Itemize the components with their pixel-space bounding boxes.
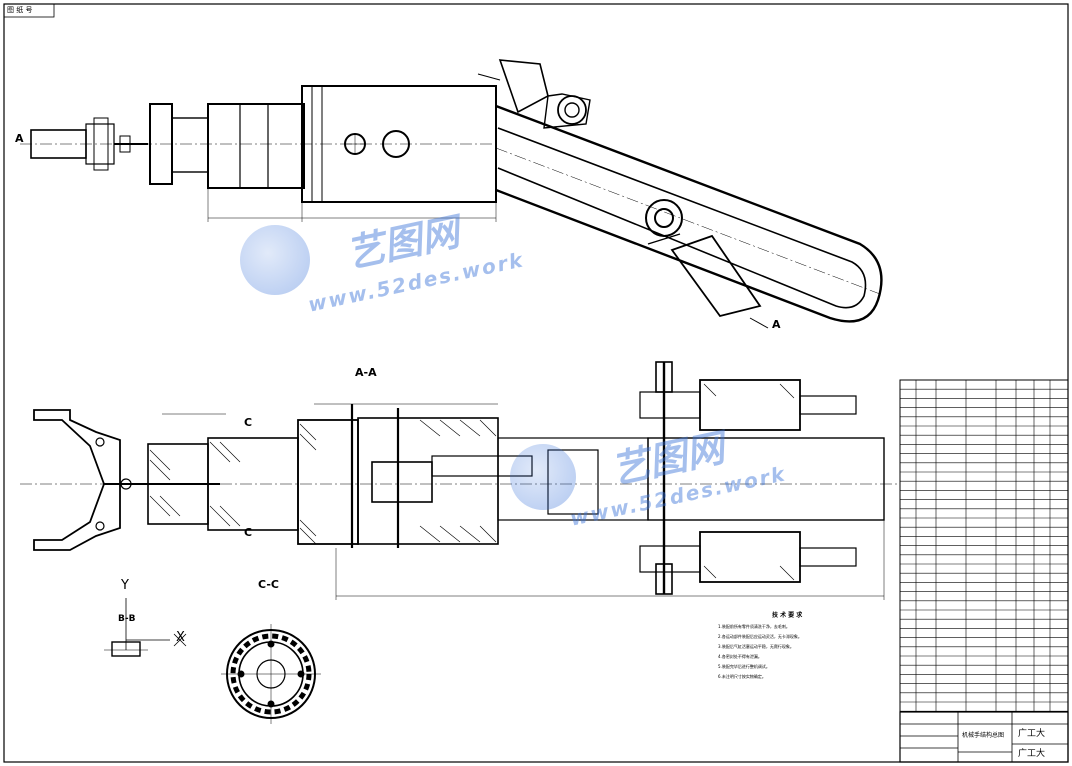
- company-name-bottom: 广工大: [1018, 749, 1046, 759]
- section-title-cc: C-C: [258, 578, 279, 591]
- section-view-aa: [20, 361, 900, 600]
- section-title-bb: B-B: [118, 614, 136, 624]
- tech-requirements-title: 技 术 要 求: [772, 612, 803, 619]
- section-view-bb: [104, 598, 187, 657]
- axis-label-y: Y: [121, 578, 129, 593]
- tech-requirement-line: 5.装配完毕后进行整机调试。: [718, 664, 770, 669]
- drawing-name: 机械手结构总图: [962, 732, 1005, 739]
- section-marker-a-left: A: [15, 132, 24, 145]
- tech-requirement-line: 4.各密封处不得有泄漏。: [718, 654, 762, 659]
- company-name-top: 广工大: [1018, 729, 1046, 739]
- corner-tag-box: [3, 3, 55, 18]
- top-view: [20, 59, 883, 329]
- parts-list-table: [899, 379, 1069, 713]
- tech-requirements-list: 1.装配前所有零件须清洗干净，去毛刺。 2.各运动部件装配后应运动灵活，无卡滞现…: [718, 622, 888, 682]
- tech-requirement-line: 6.未注明尺寸按实物确定。: [718, 674, 766, 679]
- watermark-globe-logo: [240, 225, 310, 295]
- watermark-globe-logo: [510, 444, 576, 510]
- tech-requirement-line: 2.各运动部件装配后应运动灵活，无卡滞现象。: [718, 634, 802, 639]
- corner-tag: 图 纸 号: [7, 6, 33, 14]
- tech-requirement-line: 3.装配后气缸活塞运动平稳，无爬行现象。: [718, 644, 794, 649]
- section-marker-c-top: C: [244, 416, 253, 429]
- tech-requirement-line: 1.装配前所有零件须清洗干净，去毛刺。: [718, 624, 790, 629]
- drawing-border: [3, 3, 1069, 763]
- section-view-cc: [221, 624, 321, 724]
- section-title-aa: A-A: [355, 366, 377, 379]
- section-marker-a-right: A: [772, 318, 781, 331]
- axis-label-x: X: [176, 630, 185, 645]
- title-block: [899, 711, 1069, 763]
- section-marker-c-bottom: C: [244, 526, 253, 539]
